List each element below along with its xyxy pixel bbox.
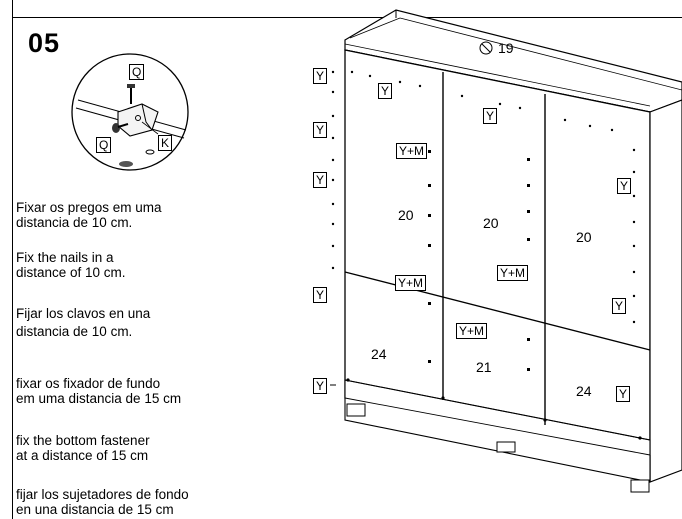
detail-circle	[71, 53, 189, 171]
y-marker: Y	[617, 178, 632, 194]
instruction-line: fixar os fixador de fundo	[16, 376, 161, 391]
instruction-line: Fixar os pregos em uma	[16, 200, 162, 215]
frame-left-line	[12, 0, 13, 519]
instruction-line: fijar los sujetadores de fondo	[16, 487, 189, 502]
instruction-en-nails: Fix the nails in a distance of 10 cm.	[16, 250, 126, 280]
instruction-line: at a distance of 15 cm	[16, 448, 149, 463]
part-19-label: 19	[498, 40, 514, 56]
instruction-en-fastener: fix the bottom fastener at a distance of…	[16, 433, 150, 463]
instruction-line: Fijar los clavos en una	[16, 306, 151, 321]
instruction-line: distancia de 10 cm.	[16, 215, 133, 230]
y-marker: Y	[313, 68, 328, 84]
instruction-es-fastener: fijar los sujetadores de fondo en una di…	[16, 487, 189, 517]
instruction-line: Fix the nails in a	[16, 250, 114, 265]
spacing-21-middle: 21	[476, 359, 492, 375]
frame-top-line	[12, 17, 682, 18]
instruction-line: distance of 10 cm.	[16, 265, 126, 280]
spacing-24-left: 24	[371, 346, 387, 362]
y-marker: Y	[378, 83, 393, 99]
y-marker: Y	[313, 172, 328, 188]
y-marker: Y	[616, 386, 631, 402]
y-marker: Y	[612, 298, 627, 314]
y-marker: Y	[313, 287, 328, 303]
ym-marker: Y+M	[497, 265, 529, 281]
spacing-20-right: 20	[576, 229, 592, 245]
label-q-top: Q	[129, 64, 145, 80]
instruction-line: fix the bottom fastener	[16, 433, 150, 448]
spacing-24-right: 24	[576, 383, 592, 399]
label-k: K	[158, 135, 173, 151]
instruction-line: distancia de 10 cm.	[16, 324, 133, 339]
ym-marker: Y+M	[395, 275, 427, 291]
spacing-20-left: 20	[398, 207, 414, 223]
ym-marker: Y+M	[396, 143, 428, 159]
nail-marks	[331, 70, 642, 440]
y-marker: Y	[313, 378, 328, 394]
spacing-20-middle: 20	[483, 215, 499, 231]
instruction-line: en una distancia de 15 cm	[16, 502, 174, 517]
instruction-pt-nails: Fixar os pregos em uma distancia de 10 c…	[16, 200, 162, 230]
y-marker: Y	[313, 122, 328, 138]
instruction-es-nails: Fijar los clavos en una distancia de 10 …	[16, 306, 150, 339]
ym-marker: Y+M	[456, 323, 488, 339]
y-marker: Y	[483, 108, 498, 124]
instruction-pt-fastener: fixar os fixador de fundo em uma distanc…	[16, 376, 181, 406]
instruction-line: em uma distancia de 15 cm	[16, 391, 182, 406]
step-number: 05	[28, 28, 61, 58]
label-q-left: Q	[96, 137, 112, 153]
